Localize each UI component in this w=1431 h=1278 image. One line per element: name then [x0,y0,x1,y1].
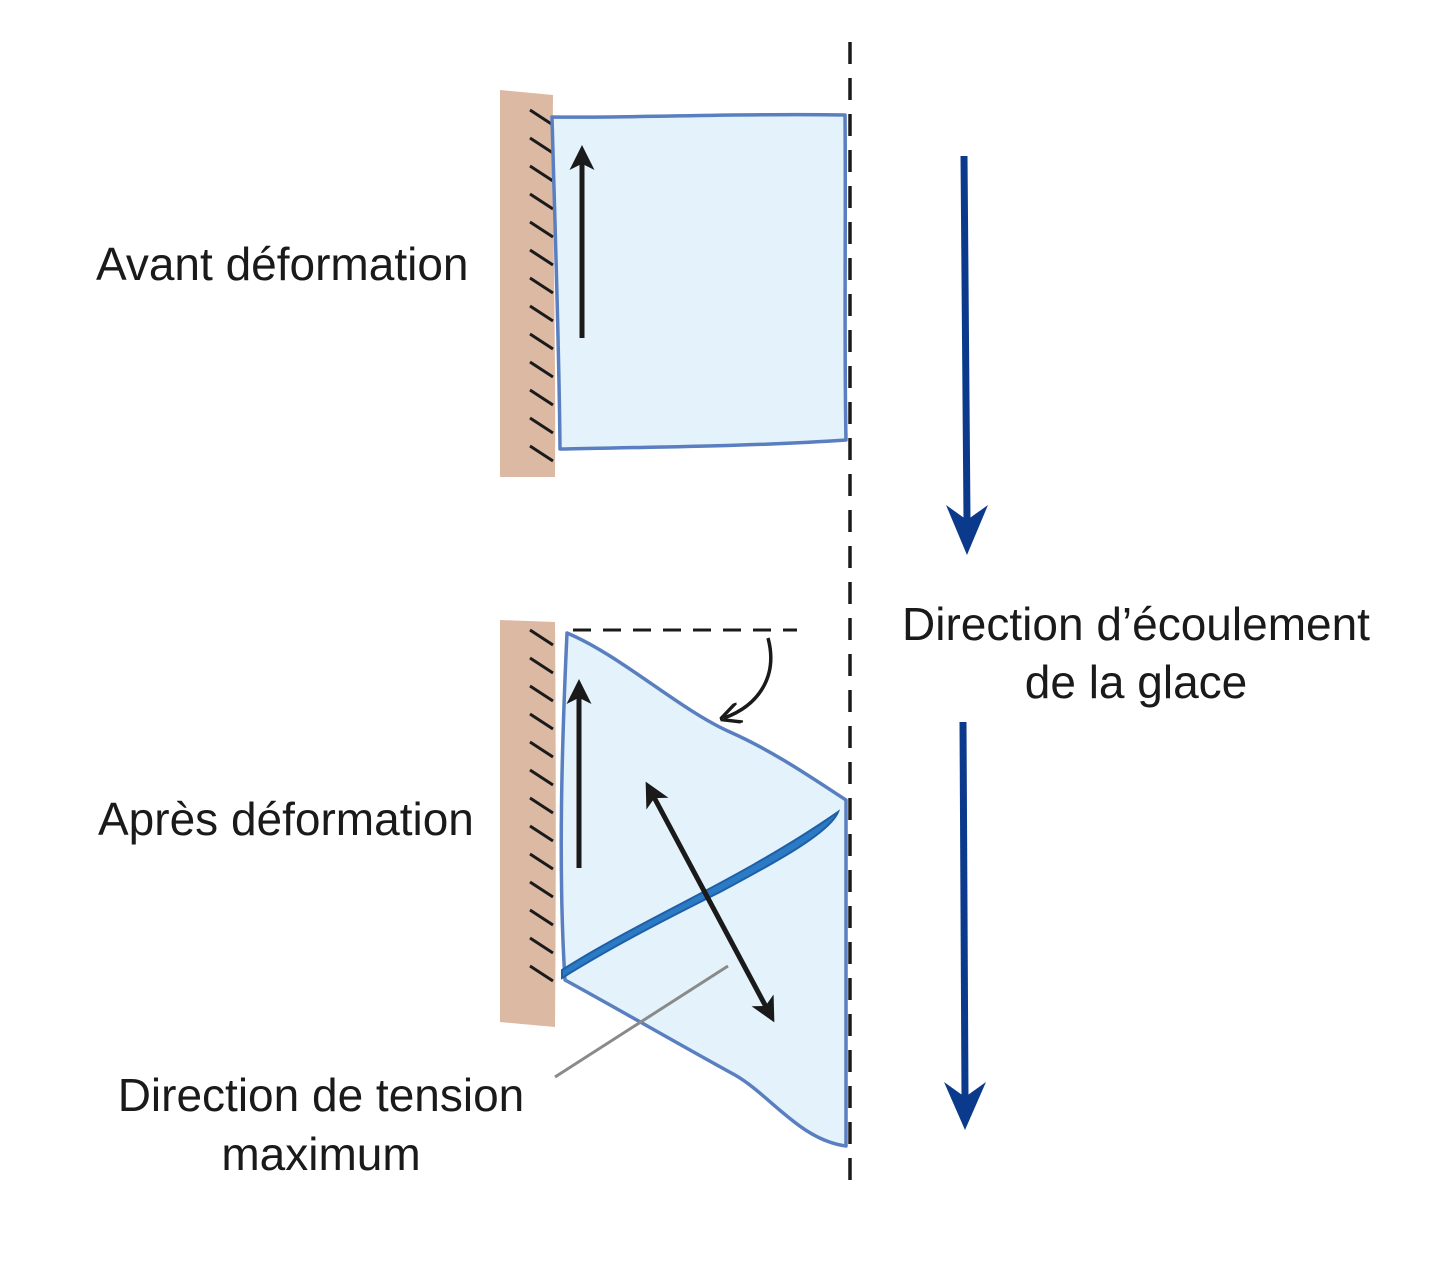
tension-leader-line [554,964,729,1079]
hatch-tick [529,684,554,703]
hatch-tick [529,656,554,675]
rotation-arrow [724,637,773,718]
hatch-tick [529,108,554,127]
tension-double-arrow [645,781,775,1023]
hatch-tick [529,824,554,843]
hatch-tick [529,248,554,267]
wall-rock-bottom [500,620,556,1027]
hatch-tick [529,332,554,351]
hatch-tick [529,908,554,927]
hatch-tick [529,936,554,955]
valley-wall-top [500,90,556,477]
label-flow-direction-line1: Direction d’écoulement [902,598,1370,650]
valley-wall-bottom [500,620,556,1027]
label-flow-direction-line2: de la glace [1025,656,1248,708]
flow-arrow-bottom [944,721,986,1130]
hatch-tick [529,220,554,239]
hatch-tick [529,276,554,295]
hatch-tick [529,712,554,731]
hatch-tick [529,304,554,323]
hatch-tick [529,768,554,787]
wall-hatching-bottom [529,628,554,983]
hatch-tick [529,388,554,407]
hatch-tick [529,192,554,211]
flow-arrow-top [946,155,988,555]
label-tension-line1: Direction de tension [118,1069,525,1121]
label-tension-line2: maximum [221,1128,420,1180]
label-after-deformation: Après déformation [98,793,474,845]
hatch-tick [529,964,554,983]
hatch-tick [529,136,554,155]
hatch-tick [529,740,554,759]
hatch-tick [529,360,554,379]
hatch-tick [529,796,554,815]
hatch-tick [529,880,554,899]
hatch-tick [529,444,554,463]
hatch-tick [529,416,554,435]
ice-block-before [550,112,848,451]
label-before-deformation: Avant déformation [96,238,469,290]
hatch-tick [529,164,554,183]
hatch-tick [529,628,554,647]
hatch-tick [529,852,554,871]
wall-hatching-top [529,108,554,463]
wall-rock-top [500,90,556,477]
